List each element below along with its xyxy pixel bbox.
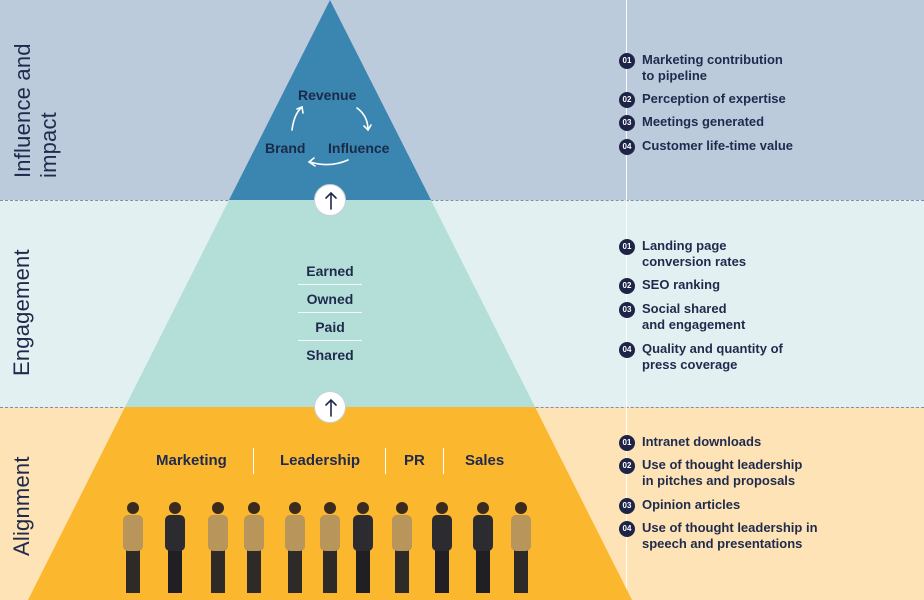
dept-separator — [385, 448, 386, 474]
number-badge: 02 — [619, 458, 635, 474]
pyramid-top-section — [229, 0, 431, 200]
channel-list: Earned Owned Paid Shared — [298, 257, 362, 369]
dept-leadership: Leadership — [280, 452, 361, 469]
column-divider — [626, 0, 627, 600]
band-divider-top — [0, 200, 924, 201]
person-silhouette — [432, 502, 452, 593]
cycle-revenue-label: Revenue — [298, 87, 357, 103]
number-badge: 01 — [619, 53, 635, 69]
person-silhouette — [473, 502, 493, 593]
person-silhouette — [511, 502, 531, 593]
dept-pr: PR — [404, 452, 425, 469]
person-silhouette — [392, 502, 412, 593]
arrow-up-icon — [314, 391, 346, 423]
number-badge: 02 — [619, 278, 635, 294]
person-silhouette — [165, 502, 185, 593]
channel-owned: Owned — [298, 285, 362, 313]
arrow-up-icon — [314, 184, 346, 216]
cycle-brand-label: Brand — [265, 140, 306, 156]
number-badge: 03 — [619, 302, 635, 318]
number-badge: 03 — [619, 498, 635, 514]
channel-earned: Earned — [298, 257, 362, 285]
number-badge: 01 — [619, 435, 635, 451]
dept-separator — [443, 448, 444, 474]
person-silhouette — [285, 502, 305, 593]
person-silhouette — [244, 502, 264, 593]
cycle-influence-label: Influence — [328, 140, 390, 156]
number-badge: 02 — [619, 92, 635, 108]
influence-band — [0, 0, 924, 200]
number-badge: 01 — [619, 239, 635, 255]
channel-paid: Paid — [298, 313, 362, 341]
person-silhouette — [320, 502, 340, 593]
person-silhouette — [353, 502, 373, 593]
dept-marketing: Marketing — [156, 452, 227, 469]
channel-shared: Shared — [306, 347, 354, 363]
dept-sales: Sales — [465, 452, 505, 469]
person-silhouette — [208, 502, 228, 593]
cycle-arrows-icon — [291, 105, 372, 167]
dept-separator — [253, 448, 254, 474]
number-badge: 04 — [619, 342, 635, 358]
number-badge: 04 — [619, 521, 635, 537]
number-badge: 04 — [619, 139, 635, 155]
pyramid-middle-section — [125, 200, 535, 407]
person-silhouette — [123, 502, 143, 593]
number-badge: 03 — [619, 115, 635, 131]
